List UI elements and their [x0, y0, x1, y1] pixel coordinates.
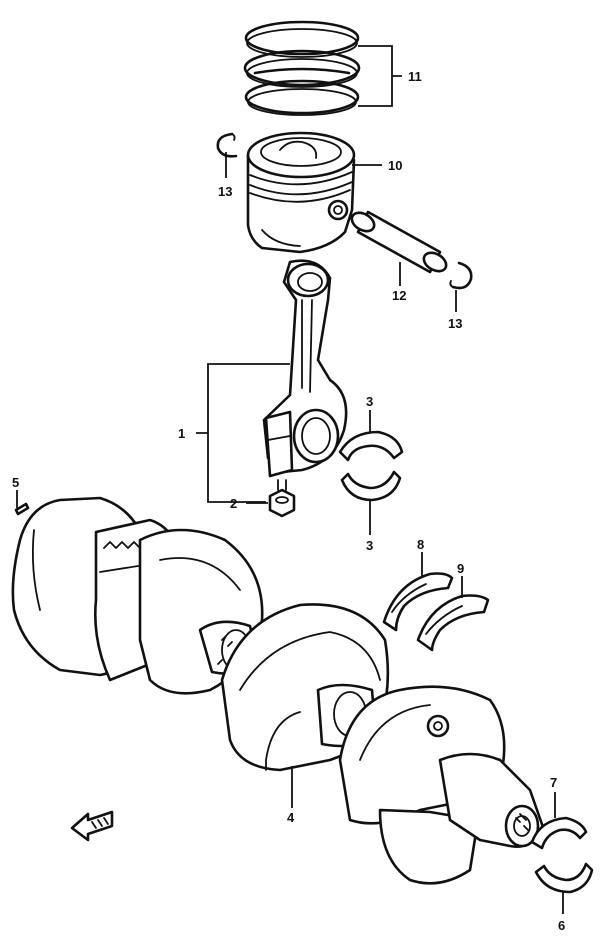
callout-12: 12 — [392, 288, 406, 303]
thrust-bearing-upper — [382, 572, 454, 632]
piston-pin — [350, 210, 448, 274]
piston-rings — [243, 20, 361, 116]
leader-lines — [16, 45, 564, 914]
callout-5: 5 — [12, 475, 19, 490]
callout-1: 1 — [178, 426, 185, 441]
circlip-right — [449, 261, 473, 290]
callout-4: 4 — [287, 810, 295, 825]
crankshaft — [11, 496, 546, 885]
callout-10: 10 — [388, 158, 402, 173]
callout-13-left: 13 — [218, 184, 232, 199]
callout-labels: 11 10 13 12 13 1 3 2 5 3 8 9 4 7 6 — [12, 69, 565, 933]
callout-3-upper: 3 — [366, 394, 373, 409]
callout-9: 9 — [457, 561, 464, 576]
front-direction-arrow-icon — [70, 810, 114, 842]
conrod-bearing-upper — [338, 430, 404, 462]
callout-6: 6 — [558, 918, 565, 933]
callout-2: 2 — [230, 496, 237, 511]
callout-13-right: 13 — [448, 316, 462, 331]
callout-3-lower: 3 — [366, 538, 373, 553]
main-bearing-lower — [534, 862, 594, 894]
main-bearing-upper — [530, 816, 588, 850]
thrust-bearing-lower — [416, 594, 490, 652]
callout-11: 11 — [408, 69, 422, 84]
dowel-pin — [14, 502, 30, 516]
callout-7: 7 — [550, 775, 557, 790]
conrod-bearing-lower — [340, 470, 402, 502]
connecting-rod — [262, 259, 348, 478]
rod-nut — [268, 479, 296, 518]
piston — [246, 131, 356, 254]
callout-8: 8 — [417, 537, 424, 552]
circlip-left — [216, 132, 238, 158]
